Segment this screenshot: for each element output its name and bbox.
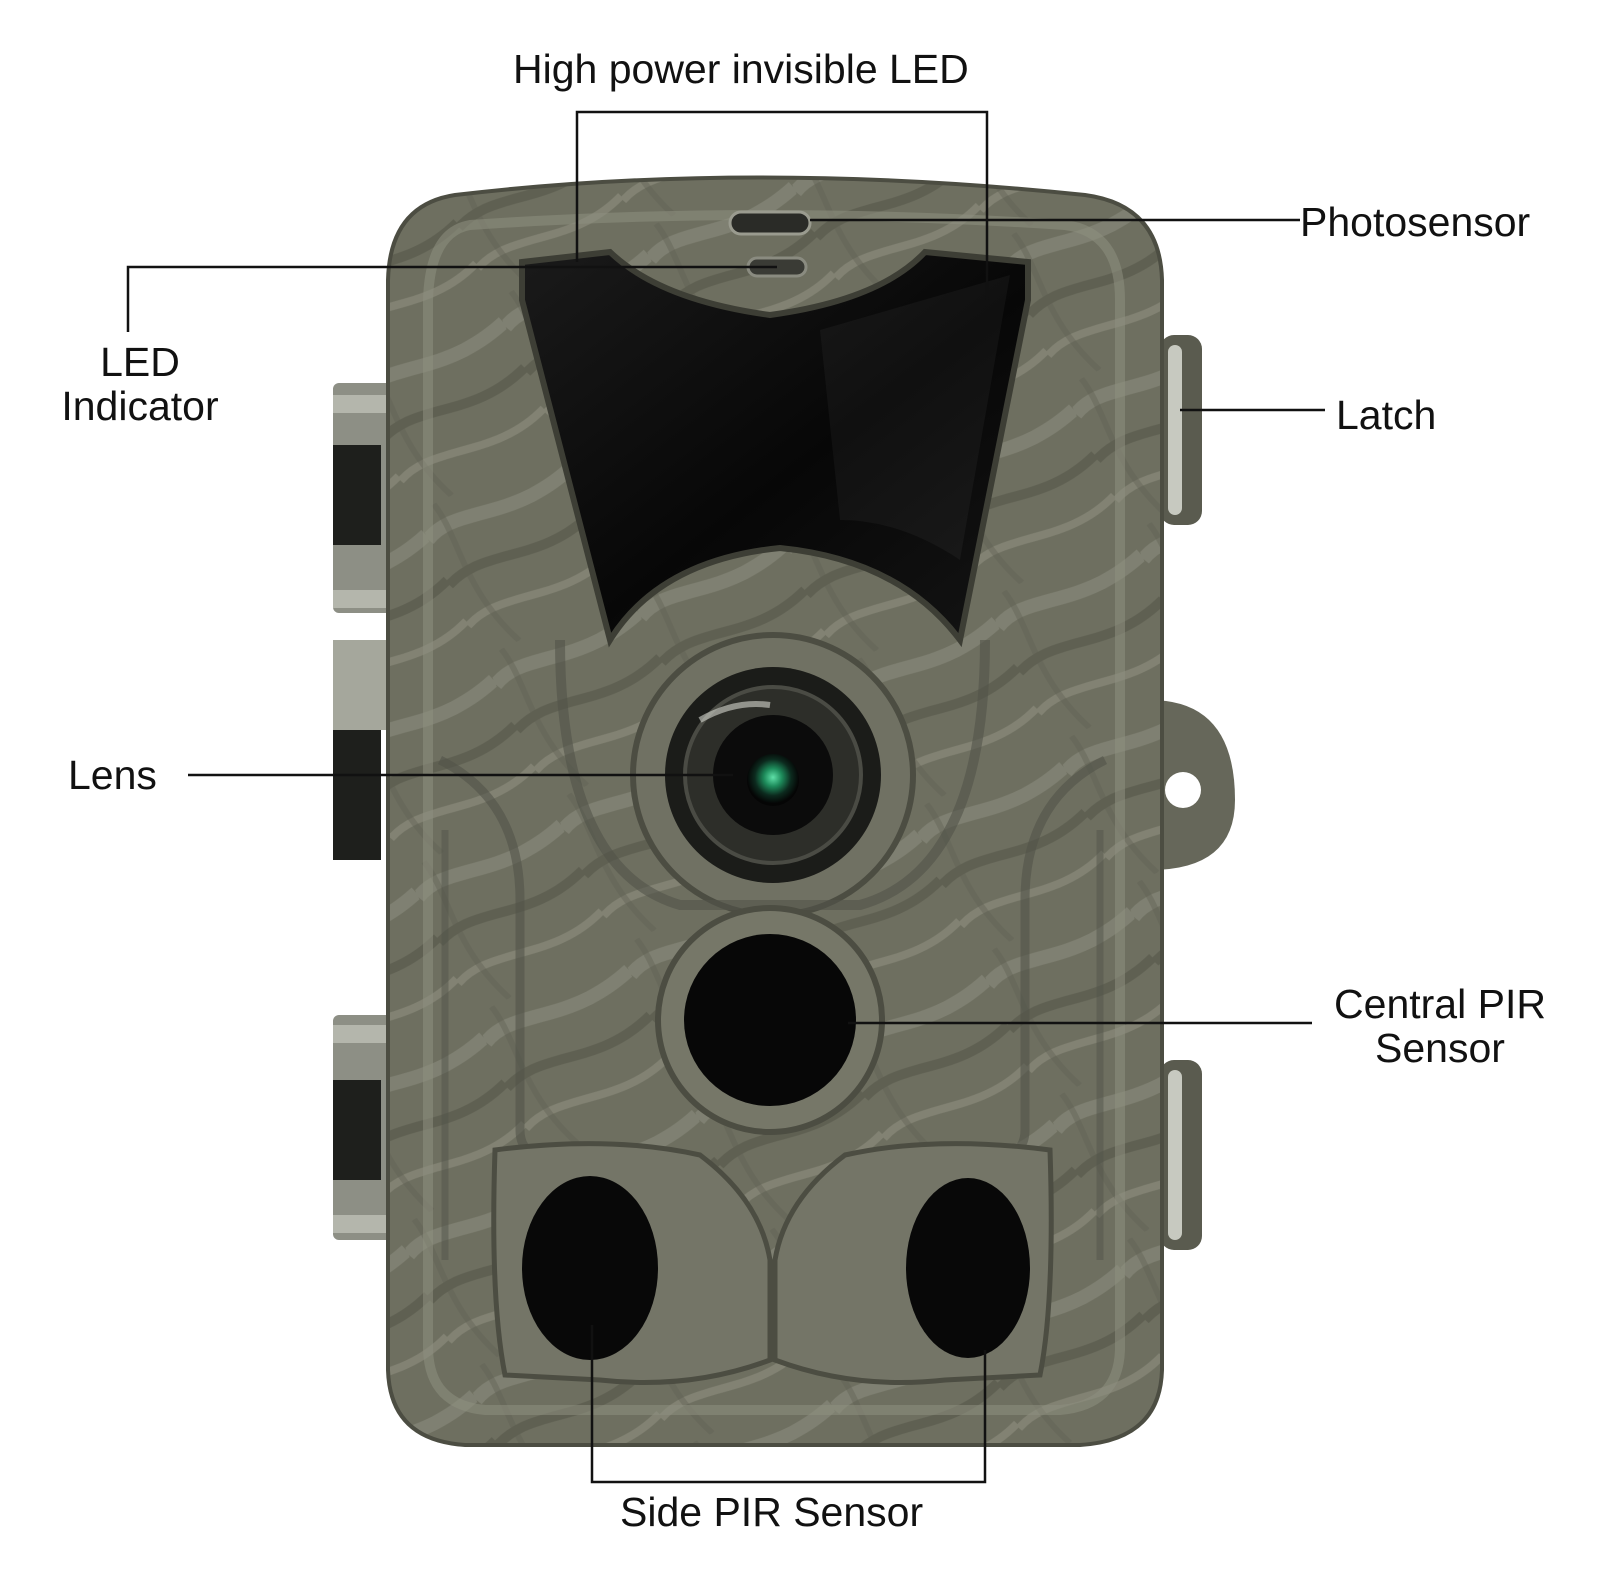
central-pir-lens <box>684 934 856 1106</box>
left-hinge-bottom <box>333 1015 403 1240</box>
label-led-indicator-line1: LED <box>100 339 180 385</box>
left-hinge-top <box>333 383 403 613</box>
label-central-pir-line2: Sensor <box>1375 1025 1505 1071</box>
label-latch: Latch <box>1336 392 1437 438</box>
label-photosensor: Photosensor <box>1300 199 1531 245</box>
label-side-pir: Side PIR Sensor <box>620 1489 924 1535</box>
label-high-power-led: High power invisible LED <box>513 46 969 92</box>
latch-bottom <box>1160 1060 1202 1250</box>
leader-side-pir <box>590 1325 987 1484</box>
label-lens: Lens <box>68 752 157 798</box>
label-central-pir-line1: Central PIR <box>1334 981 1546 1027</box>
side-pir-lens-left <box>522 1176 658 1360</box>
ir-led-panel <box>519 248 1031 648</box>
side-pir-lens-right <box>906 1178 1030 1358</box>
label-led-indicator: LED Indicator <box>40 340 240 428</box>
leader-high-power-led <box>575 110 989 300</box>
lens-glass <box>747 754 799 806</box>
label-central-pir: Central PIR Sensor <box>1305 982 1575 1070</box>
photosensor-window <box>728 210 812 236</box>
label-led-indicator-line2: Indicator <box>61 383 219 429</box>
latch-top <box>1160 335 1202 525</box>
leader-led-indicator <box>126 265 777 332</box>
mounting-tab <box>1150 700 1235 870</box>
